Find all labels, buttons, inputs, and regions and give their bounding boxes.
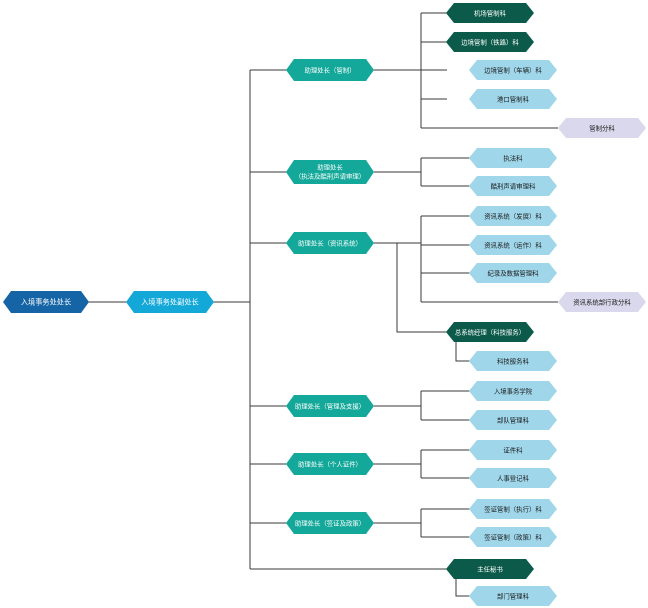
unit-registration: 人事登记科 [469, 468, 557, 488]
deputy-node-label: 入境事务处副处长 [141, 298, 199, 307]
unit-enforcement-shape [469, 148, 557, 168]
unit-port-control: 港口管制科 [469, 89, 557, 109]
unit-documents: 证件科 [469, 440, 557, 460]
assistant-node-6-label: 助理处长（签证及政策） [295, 519, 365, 528]
unit-chief-systems-manager-shape [446, 322, 534, 342]
unit-documents-label: 证件科 [503, 446, 523, 455]
root-node: 入境事务处处长 [3, 291, 89, 313]
unit-port-control-label: 港口管制科 [497, 95, 530, 104]
assistant-node-3-shape [286, 232, 374, 254]
unit-visa-enforcement: 签证管制（执行）科 [469, 499, 557, 519]
assistant-node-1-label: 助理处长（管制） [304, 66, 355, 75]
unit-it-admin-subdivision: 资讯系统部行政分科 [558, 292, 646, 312]
unit-registration-shape [469, 468, 557, 488]
unit-torture-claims-shape [469, 176, 557, 196]
unit-rail-control: 边境管制（铁路）科 [446, 32, 534, 52]
unit-torture-claims-label: 酷刑声请审理科 [491, 182, 536, 191]
unit-chief-systems-manager-label: 总系统经理（科技服务） [455, 328, 525, 337]
deputy-node-shape [126, 291, 214, 313]
unit-chief-systems-manager: 总系统经理（科技服务） [446, 322, 534, 342]
unit-records-data-label: 纪录及数据管理科 [487, 269, 539, 278]
unit-control-subdivision-shape [558, 118, 646, 138]
unit-control-subdivision: 管制分科 [558, 118, 646, 138]
unit-vehicle-control-label: 边境管制（车辆）科 [484, 66, 542, 75]
unit-registration-label: 人事登记科 [497, 474, 530, 483]
unit-force-management: 部队管理科 [469, 410, 557, 430]
assistant-node-2-shape [286, 160, 374, 184]
unit-rail-control-label: 边境管制（铁路）科 [461, 38, 519, 47]
assistant-node-3: 助理处长（资讯系统） [286, 232, 374, 254]
unit-visa-enforcement-label: 签证管制（执行）科 [484, 505, 542, 514]
assistant-node-2-label: 助理处长 [317, 163, 343, 172]
unit-departmental-admin: 部门管理科 [469, 586, 557, 606]
connector-lines [88, 12, 558, 597]
unit-it-operations-shape [469, 235, 557, 255]
chart-nodes: 入境事务处处长入境事务处副处长助理处长（管制）助理处长（执法及酷刑声请审理）助理… [3, 3, 646, 606]
unit-it-operations-label: 资讯系统（运作）科 [484, 241, 542, 250]
assistant-node-1: 助理处长（管制） [286, 59, 374, 81]
unit-airport-control-label: 机场管制科 [474, 9, 507, 18]
unit-visa-policy-shape [469, 527, 557, 547]
unit-it-admin-subdivision-label: 资讯系统部行政分科 [573, 298, 631, 307]
assistant-node-5: 助理处长（个人证件） [286, 453, 374, 475]
unit-rail-control-shape [446, 32, 534, 52]
unit-airport-control-shape [446, 3, 534, 23]
unit-tech-services-label: 科技服务科 [497, 357, 530, 366]
assistant-node-3-label: 助理处长（资讯系统） [298, 239, 362, 248]
assistant-node-5-shape [286, 453, 374, 475]
secretary-node: 主任秘书 [446, 559, 534, 579]
root-node-label: 入境事务处处长 [21, 298, 71, 307]
unit-port-control-shape [469, 89, 557, 109]
root-node-shape [3, 291, 89, 313]
unit-it-development-shape [469, 206, 557, 226]
unit-records-data: 纪录及数据管理科 [469, 263, 557, 283]
unit-it-operations: 资讯系统（运作）科 [469, 235, 557, 255]
unit-force-management-shape [469, 410, 557, 430]
unit-tech-services: 科技服务科 [469, 351, 557, 371]
deputy-node: 入境事务处副处长 [126, 291, 214, 313]
unit-force-management-label: 部队管理科 [497, 416, 530, 425]
assistant-node-4-label: 助理处长（管理及支援） [295, 402, 365, 411]
unit-enforcement-label: 执法科 [503, 154, 523, 163]
unit-departmental-admin-shape [469, 586, 557, 606]
unit-torture-claims: 酷刑声请审理科 [469, 176, 557, 196]
unit-documents-shape [469, 440, 557, 460]
unit-visa-policy: 签证管制（政策）科 [469, 527, 557, 547]
assistant-node-2-label: （执法及酷刑声请审理） [295, 172, 365, 181]
assistant-node-4-shape [286, 395, 374, 417]
unit-it-admin-subdivision-shape [558, 292, 646, 312]
unit-control-subdivision-label: 管制分科 [589, 124, 615, 133]
unit-departmental-admin-label: 部门管理科 [497, 592, 530, 601]
assistant-node-1-shape [286, 59, 374, 81]
unit-academy: 入境事务学院 [469, 381, 557, 401]
unit-vehicle-control: 边境管制（车辆）科 [469, 60, 557, 80]
unit-airport-control: 机场管制科 [446, 3, 534, 23]
assistant-node-4: 助理处长（管理及支援） [286, 395, 374, 417]
unit-academy-shape [469, 381, 557, 401]
secretary-node-label: 主任秘书 [477, 565, 503, 574]
assistant-node-6-shape [286, 512, 374, 534]
unit-tech-services-shape [469, 351, 557, 371]
unit-visa-enforcement-shape [469, 499, 557, 519]
assistant-node-6: 助理处长（签证及政策） [286, 512, 374, 534]
assistant-node-2: 助理处长（执法及酷刑声请审理） [286, 160, 374, 184]
unit-records-data-shape [469, 263, 557, 283]
secretary-node-shape [446, 559, 534, 579]
unit-visa-policy-label: 签证管制（政策）科 [484, 533, 542, 542]
unit-vehicle-control-shape [469, 60, 557, 80]
unit-it-development: 资讯系统（发展）科 [469, 206, 557, 226]
assistant-node-5-label: 助理处长（个人证件） [298, 460, 362, 469]
unit-it-development-label: 资讯系统（发展）科 [484, 212, 542, 221]
unit-academy-label: 入境事务学院 [494, 387, 533, 396]
unit-enforcement: 执法科 [469, 148, 557, 168]
connector-line [396, 243, 447, 333]
